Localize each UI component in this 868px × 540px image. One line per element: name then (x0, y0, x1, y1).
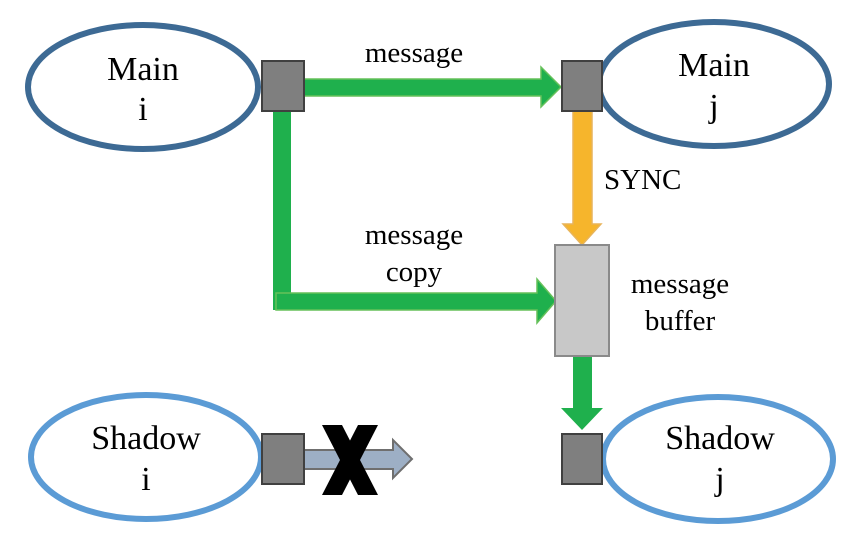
copy-arrow-vertical (273, 106, 291, 310)
main-j-port (561, 60, 603, 112)
shadow-i-node (28, 392, 264, 522)
shadow-j-label-line2: j (714, 461, 724, 498)
message-copy-label-line1: message (365, 219, 463, 251)
sync-arrow (561, 110, 603, 247)
copy-arrow-horizontal (275, 276, 557, 326)
buffer-to-shadow-arrow (561, 356, 603, 430)
main-i-label-line2: i (138, 91, 147, 128)
shadow-i-label-line2: i (141, 461, 150, 498)
shadow-j-port (561, 433, 603, 485)
main-j-label-line2: j (708, 88, 718, 125)
shadow-i-port (261, 433, 305, 485)
sync-label: SYNC (604, 164, 681, 196)
x-mark-icon (322, 425, 378, 495)
shadow-j-node (600, 394, 836, 524)
main-i-label-line1: Main (107, 51, 179, 88)
shadow-j-label-line1: Shadow (665, 420, 775, 457)
buffer-label-line1: message (631, 268, 729, 300)
main-j-label-line1: Main (678, 47, 750, 84)
message-label: message (365, 37, 463, 69)
main-i-port (261, 60, 305, 112)
message-arrow (301, 65, 563, 109)
main-j-node (596, 19, 832, 149)
main-i-node (25, 22, 261, 152)
message-copy-label-line2: copy (386, 256, 443, 288)
buffer-label-line2: buffer (645, 305, 716, 337)
shadow-i-label-line1: Shadow (91, 420, 201, 457)
message-buffer-box (554, 244, 610, 357)
